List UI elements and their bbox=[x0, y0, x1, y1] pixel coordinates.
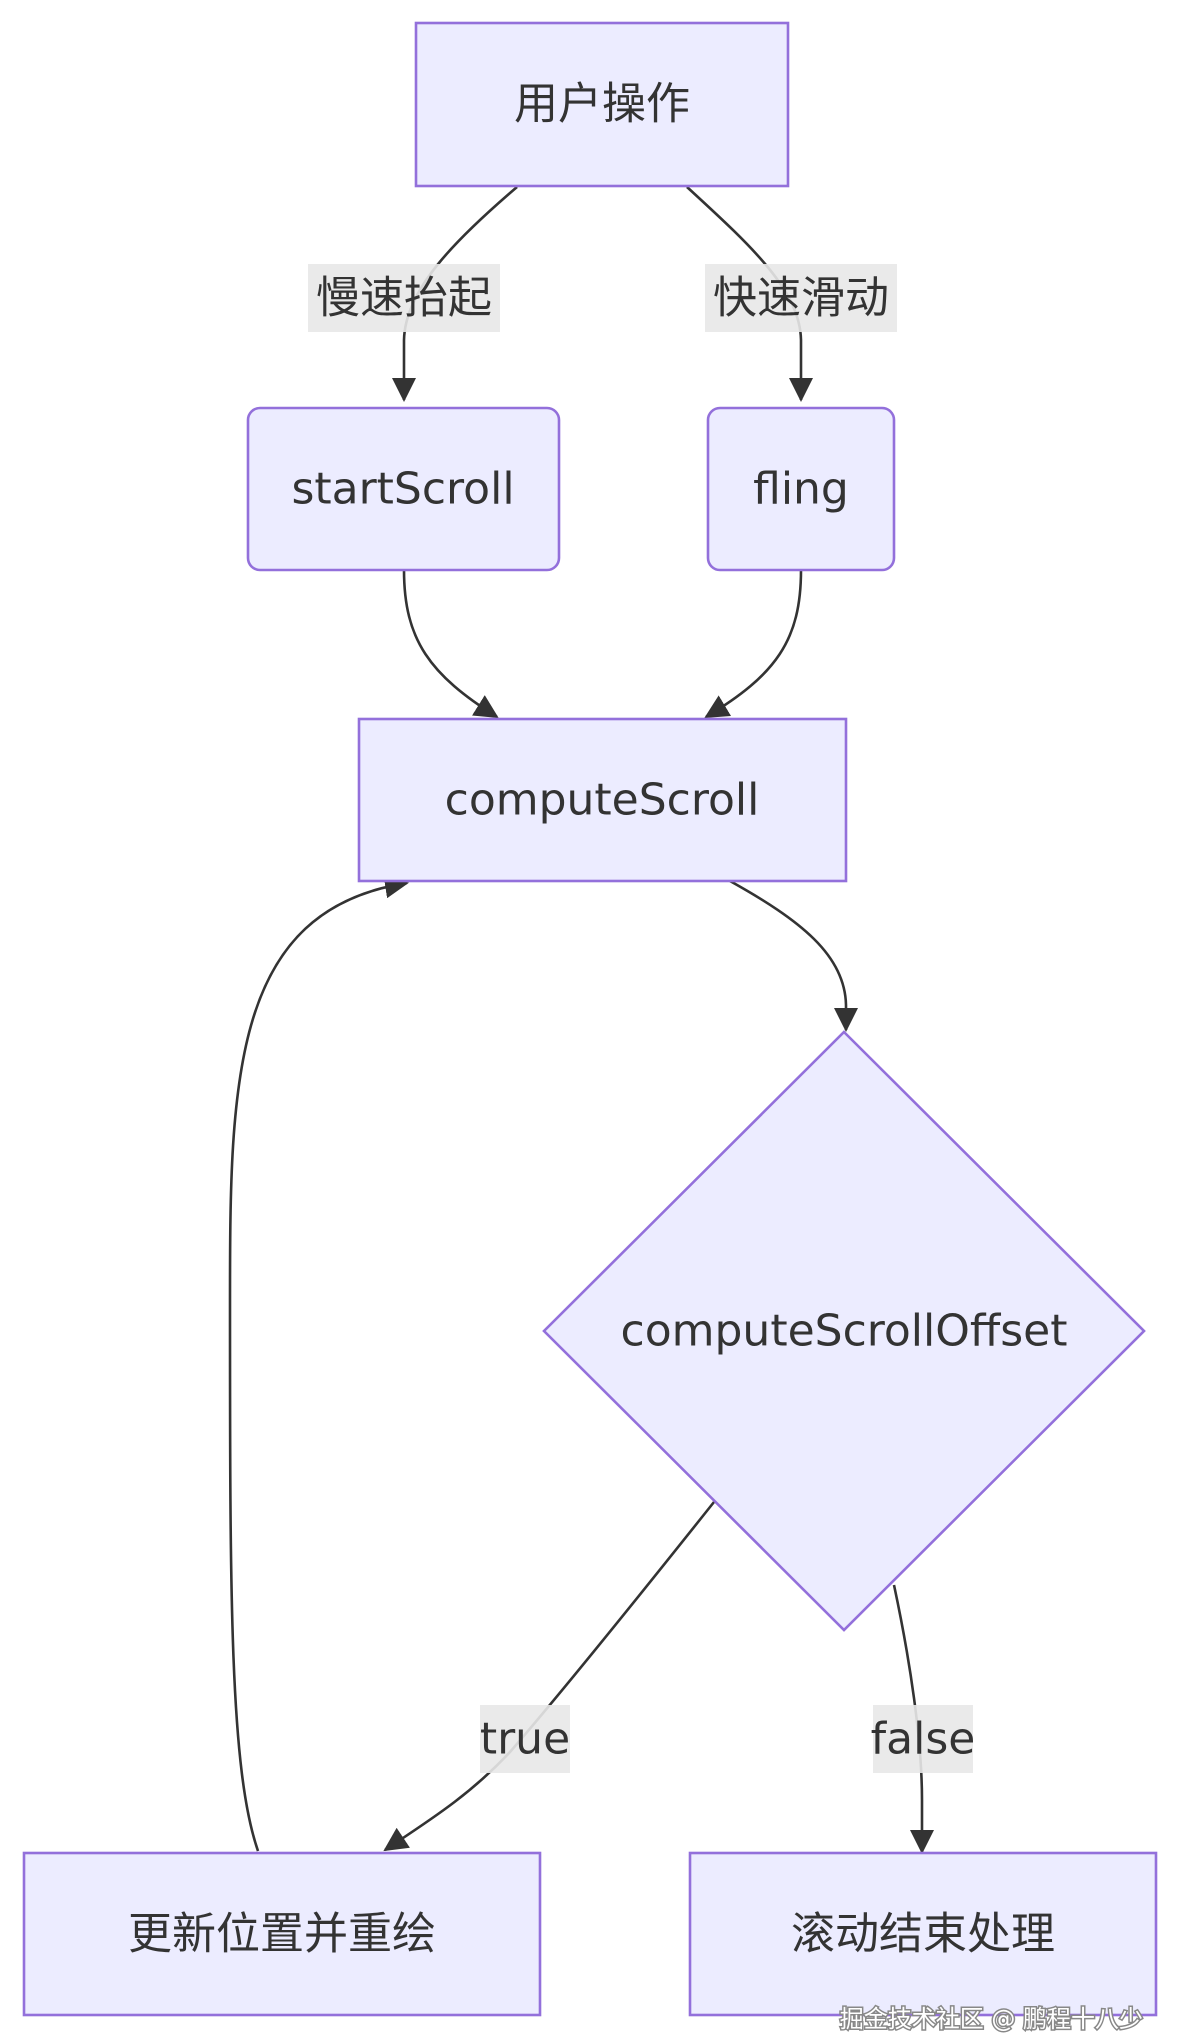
node-update-redraw: 更新位置并重绘 bbox=[22, 1851, 542, 2017]
watermark-text: 掘金技术社区 @ 鹏程十八少 bbox=[840, 2005, 1143, 2033]
edge-label-fast-swipe-text: 快速滑动 bbox=[713, 273, 889, 324]
edge-decision-to-update bbox=[383, 1501, 716, 1852]
edge-update-to-computescroll bbox=[228, 874, 409, 1852]
edge-startscroll-to-computescroll bbox=[402, 569, 499, 719]
edge-label-false-text: false bbox=[871, 1714, 976, 1765]
node-scroll-end-label: 滚动结束处理 bbox=[791, 1909, 1055, 1960]
edge-label-slow-lift-text: 慢速抬起 bbox=[316, 273, 492, 324]
node-compute-scroll-offset: computeScrollOffset bbox=[542, 1030, 1146, 1632]
node-scroll-end: 滚动结束处理 bbox=[688, 1851, 1158, 2017]
node-user-action: 用户操作 bbox=[414, 21, 790, 188]
node-compute-scroll-label: computeScroll bbox=[445, 775, 760, 826]
edge-label-false: false bbox=[871, 1705, 976, 1773]
edge-fling-to-computescroll bbox=[704, 569, 803, 719]
edge-label-fast-swipe: 快速滑动 bbox=[705, 264, 897, 332]
edge-label-slow-lift: 慢速抬起 bbox=[308, 264, 500, 332]
node-compute-scroll: computeScroll bbox=[357, 717, 848, 883]
node-user-action-label: 用户操作 bbox=[514, 79, 690, 130]
edge-label-true-text: true bbox=[480, 1714, 570, 1765]
edge-label-true: true bbox=[480, 1705, 570, 1773]
edge-computescroll-to-decision bbox=[729, 879, 858, 1032]
node-compute-scroll-offset-label: computeScrollOffset bbox=[621, 1306, 1068, 1357]
node-update-redraw-label: 更新位置并重绘 bbox=[128, 1909, 436, 1960]
node-fling-label: fling bbox=[753, 464, 849, 515]
node-fling: fling bbox=[706, 406, 896, 572]
node-start-scroll-label: startScroll bbox=[291, 464, 514, 515]
node-start-scroll: startScroll bbox=[246, 406, 561, 572]
